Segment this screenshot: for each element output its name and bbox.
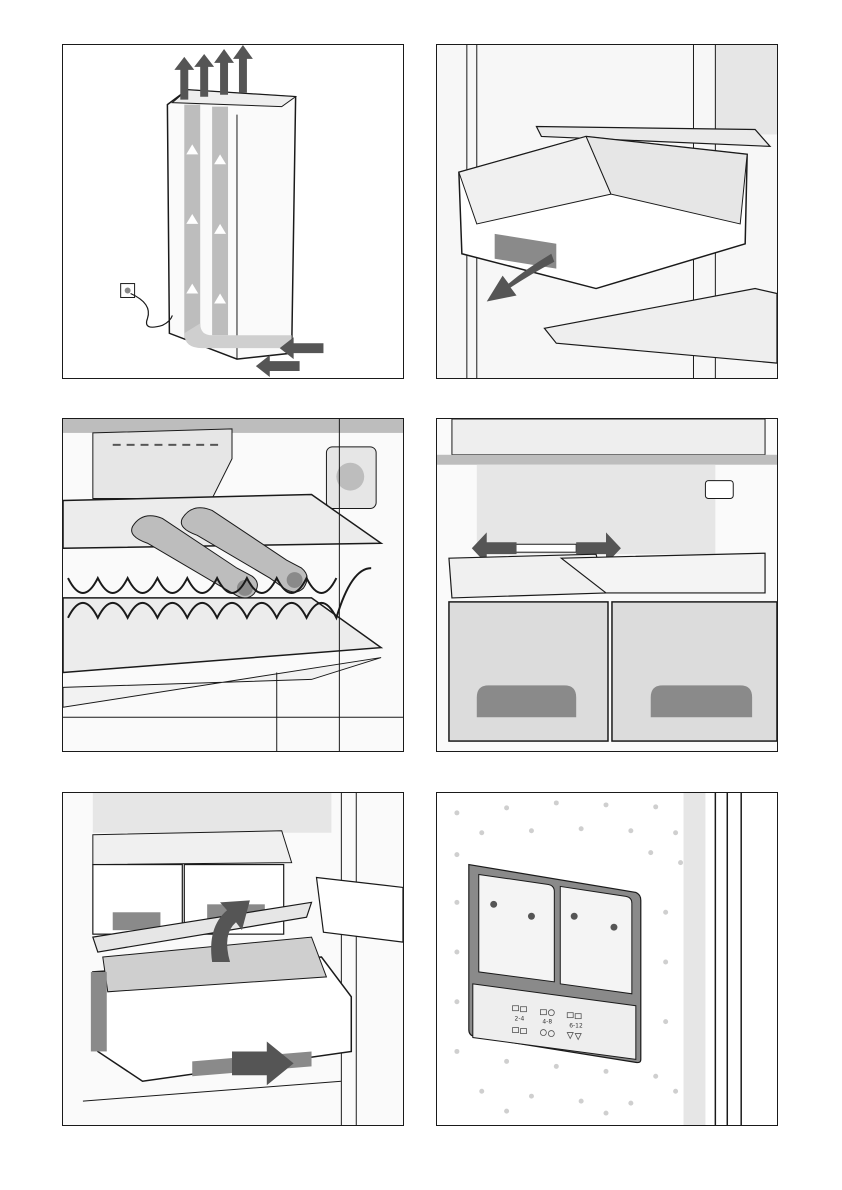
divider-bar [515,544,577,552]
humidity-slider-left [479,875,555,982]
bottle-rack-illustration [62,418,404,752]
left-drawer-handle [477,685,576,717]
slider-screw-icon [610,924,617,931]
power-cable [131,294,173,328]
left-drawer-front [449,602,608,741]
upper-drawers-top [93,831,292,865]
drawer-removal-drawing [437,45,777,378]
humidity-control-illustration: 2-4 4-8 6-12 [436,792,778,1126]
freshness-drawer-drawing [63,793,403,1125]
door-bin [316,877,402,942]
slider-screw-icon [571,913,578,920]
side-indicator [705,481,733,499]
slider-screw-icon [528,913,535,920]
airflow-drawing [63,45,403,378]
drawer-divider-drawing [437,419,777,751]
humidity-slider-right [560,886,632,993]
control-knob-icon [336,463,364,491]
right-drawer-handle [651,685,752,717]
bottle-rack-drawing [63,419,403,751]
back-wall-panel [477,465,716,554]
freshness-drawer-illustration [62,792,404,1126]
back-wall [715,45,777,134]
humidity-control-drawing: 2-4 4-8 6-12 [437,793,777,1125]
ventilation-airflow-illustration [62,44,404,379]
slider-screw-icon [490,901,497,908]
setting-label-1: 2-4 [515,1016,525,1023]
setting-label-2: 4-8 [542,1019,552,1026]
plug-icon [125,288,131,294]
top-shelf [452,419,765,455]
drawer-removal-illustration [436,44,778,379]
setting-label-3: 6-12 [569,1023,583,1030]
side-wall-strip [684,793,706,1125]
drawer-divider-illustration [436,418,778,752]
light-cover [93,429,232,499]
right-drawer-front [612,602,777,741]
